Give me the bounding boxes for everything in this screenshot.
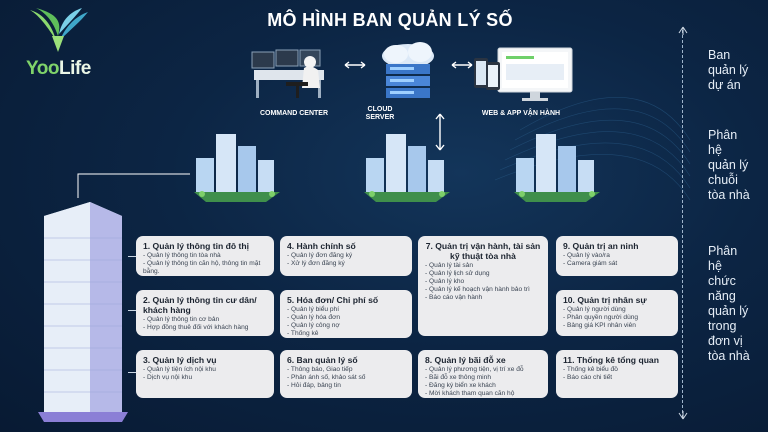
layer-label-line: Phân [708,244,738,258]
layer-label-line: quản lý [708,158,749,172]
brand-part-life: Life [58,58,91,79]
command-center-label: COMMAND CENTER [259,110,329,117]
module-box-8: 8. Quản lý bãi đỗ xe Quản lý phương tiện… [418,350,548,398]
module-title: 3. Quản lý dịch vụ [143,355,217,365]
layer-label-line: đơn vị [708,334,743,348]
module-box-2: 2. Quản lý thông tin cư dân/ khách hàng … [136,290,274,336]
layer-label-line: chức [708,274,736,288]
module-title: 11. Thống kê tổng quan [563,355,659,365]
module-box-11: 11. Thống kê tổng quan Thống kê biểu đồ … [556,350,678,398]
module-box-7: 7. Quản trị vận hành, tài sản kỹ thuật t… [418,236,548,336]
layer-label-line: chuỗi [708,173,738,187]
module-item: Mời khách tham quan căn hộ [425,390,541,398]
module-item: Báo cáo vận hành [425,294,541,302]
module-item: Báo cáo chi tiết [563,374,671,382]
arrow-up-icon [678,26,688,35]
module-item: Quản lý thông tin tòa nhà [143,252,267,260]
layer-label-chain: Phân hệ quản lý chuỗi tòa nhà [708,128,766,203]
module-item: Đăng ký biển xe khách [425,382,541,390]
module-item: Bảng giá KPI nhân viên [563,322,671,330]
arrow-down-icon [678,411,688,420]
module-item: Quản lý phương tiện, vị trí xe đỗ [425,366,541,374]
module-item: Bãi đỗ xe thông minh [425,374,541,382]
module-item: Quản lý thông tin căn hộ, thông tin mặt … [143,260,267,276]
layer-label-line: dự án [708,78,741,92]
right-axis-line [682,30,684,418]
web-app-illustration [474,47,573,101]
module-title: 1. Quản lý thông tin đô thị [143,241,249,251]
connector-line [77,173,190,198]
layer-label-line: năng [708,289,736,303]
module-title: 9. Quản trị an ninh [563,241,639,251]
layer-label-line: Phân [708,128,738,142]
module-item: Dịch vụ nội khu [143,374,267,382]
layer-label-line: Ban [708,48,731,62]
layer-label-line: tòa nhà [708,349,750,363]
tower-building-icon [38,202,128,422]
module-item: Hỏi đáp, bảng tin [287,382,405,390]
layer-label-line: hệ [708,143,722,157]
module-title: 4. Hành chính số [287,241,356,251]
module-box-1: 1. Quản lý thông tin đô thị Quản lý thôn… [136,236,274,276]
brand-part-yoo: Yoo [26,58,59,79]
module-item: Quản lý hóa đơn [287,314,405,322]
module-item: Quản lý tiện ích nội khu [143,366,267,374]
page-title: MÔ HÌNH BAN QUẢN LÝ SỐ [267,10,513,30]
web-app-label: WEB & APP VẬN HÀNH [481,110,561,117]
layer-label-line: tòa nhà [708,188,750,202]
module-item: Phân quyền người dùng [563,314,671,322]
layer-label-line: quản lý [708,63,749,77]
building-cluster-icon [194,134,280,202]
brand-name: YooLife [26,58,91,80]
module-title: 7. Quản trị vận hành, tài sản kỹ thuật t… [425,241,541,261]
module-item: Quản lý tài sản [425,262,541,270]
module-item: Thống kê [287,330,405,338]
module-title: 5. Hóa đơn/ Chi phí số [287,295,379,305]
module-box-4: 4. Hành chính số Quản lý đơn đăng ký Xử … [280,236,412,276]
module-item: Thống kê biểu đồ [563,366,671,374]
cloud-server-label: CLOUD SERVER [365,106,395,121]
yoolife-logo: YooLife [22,6,112,80]
connector-line [128,256,136,257]
module-box-6: 6. Ban quản lý số Thông báo, Giao tiếp P… [280,350,412,398]
module-title: 8. Quản lý bãi đỗ xe [425,355,506,365]
module-title: 2. Quản lý thông tin cư dân/ khách hàng [143,295,257,315]
cloud-server-illustration [382,42,434,98]
building-cluster-icon [364,134,450,202]
module-box-9: 9. Quản trị an ninh Quản lý vào/ra Camer… [556,236,678,276]
module-item: Thông báo, Giao tiếp [287,366,405,374]
bird-logo-icon [30,8,88,52]
double-arrow-icon [344,61,366,69]
command-center-illustration [251,49,324,98]
module-box-3: 3. Quản lý dịch vụ Quản lý tiện ích nội … [136,350,274,398]
double-arrow-icon [451,61,473,69]
module-item: Quản lý kho [425,278,541,286]
module-item: Quản lý vào/ra [563,252,671,260]
module-item: Quản lý người dùng [563,306,671,314]
module-box-5: 5. Hóa đơn/ Chi phí số Quản lý biểu phí … [280,290,412,338]
module-item: Quản lý kế hoạch vận hành bảo trì [425,286,541,294]
module-title: 10. Quản trị nhân sự [563,295,647,305]
vertical-double-arrow-icon [435,113,445,151]
module-item: Quản lý thông tin cơ bản [143,316,267,324]
module-item: Camera giám sát [563,260,671,268]
building-cluster-icon [514,134,600,202]
module-item: Quản lý lịch sử dụng [425,270,541,278]
layer-label-line: hệ [708,259,722,273]
module-item: Quản lý công nợ [287,322,405,330]
layer-label-project: Ban quản lý dự án [708,48,766,93]
layer-label-line: quản lý [708,304,749,318]
module-title: 6. Ban quản lý số [287,355,358,365]
module-item: Phản ánh số, khảo sát số [287,374,405,382]
layer-label-line: trong [708,319,737,333]
layer-label-functions: Phân hệ chức năng quản lý trong đơn vị t… [708,244,766,364]
module-item: Xử lý đơn đăng ký [287,260,405,268]
module-box-10: 10. Quản trị nhân sự Quản lý người dùng … [556,290,678,336]
connector-line [128,372,136,373]
module-item: Quản lý biểu phí [287,306,405,314]
module-item: Hợp đồng thuê đối với khách hàng [143,324,267,332]
module-item: Quản lý đơn đăng ký [287,252,405,260]
connector-line [128,310,136,311]
